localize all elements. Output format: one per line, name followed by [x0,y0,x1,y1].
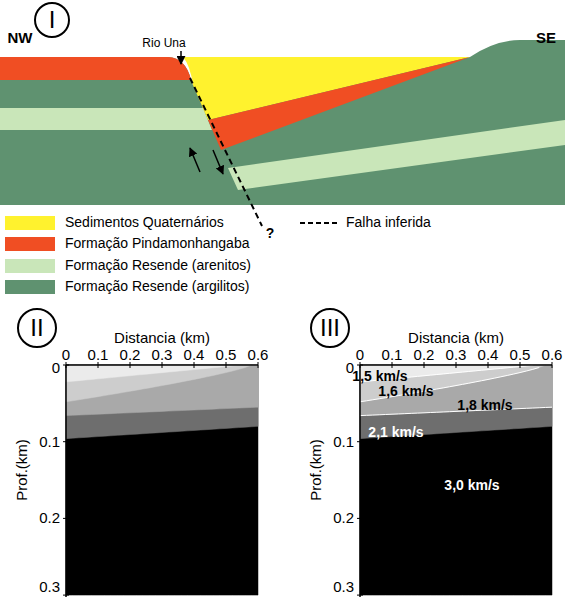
legend-text: Falha inferida [346,215,431,230]
tick-label: 0.4 [478,347,499,364]
panel-number-circle: III [310,308,350,348]
slip-arrow [190,148,200,172]
tick-label: 0 [62,347,70,364]
tick [63,518,69,519]
y-axis [65,365,67,597]
velocity-model [63,362,258,597]
place-name: Rio Una [142,37,185,50]
tick [357,518,363,519]
river-pointer [180,51,182,64]
panel-number: III [320,316,340,340]
tick [424,362,425,368]
tick [162,362,163,368]
pindamonhangaba-layer [0,57,191,80]
legend-swatch [5,216,55,230]
legend-swatch [5,237,55,251]
tick-label: 0.3 [446,347,467,364]
legend-text: Sedimentos Quaternários [65,215,224,230]
tick-label: 0.2 [414,347,435,364]
tick [520,362,521,368]
tick-label: 0 [356,347,364,364]
velocity-layer [66,365,258,402]
basement-layer [66,365,258,595]
tick-label: 0.1 [88,347,109,364]
pindamonhangaba-layer [208,57,470,150]
velocity-layer [66,365,258,439]
legend-swatch [5,259,55,273]
arenitos-layer [0,108,212,130]
axis-title: Distancia (km) [114,330,210,347]
panel-number-circle: II [17,308,57,348]
axis-title: Prof.(km) [308,439,325,501]
tick [456,362,457,368]
tick-label: 0.2 [333,510,354,527]
tick [63,365,69,366]
arenitos-layer [228,120,565,190]
tick-label: 0.3 [333,579,354,596]
legend-line-sample [300,222,338,224]
tick-label: 0.2 [39,510,60,527]
direction-label: NW [8,30,33,47]
slip-arrow [213,150,223,174]
question-mark: ? [266,226,275,241]
tick-label: 0.6 [542,347,563,364]
panel-number-circle: I [34,2,70,38]
legend-swatch [5,280,55,294]
tick-label: 0.1 [39,433,60,450]
legend-text: Formação Pindamonhangaba [65,236,249,251]
tick [357,441,363,442]
velocity-label: 1,6 km/s [378,384,433,399]
cross-section [0,40,565,226]
tick [130,362,131,368]
tick [63,595,69,596]
tick [357,365,363,366]
velocity-label: 1,8 km/s [457,398,512,413]
velocity-model [357,362,552,597]
tick-label: 0.1 [382,347,403,364]
inferred-fault [190,78,262,226]
layer-boundary [360,407,552,415]
tick [98,362,99,368]
legend-text: Formação Resende (argilitos) [65,279,249,294]
tick [258,362,259,368]
velocity-label: 1,5 km/s [352,369,407,384]
tick [488,362,489,368]
velocity-label: 3,0 km/s [444,478,499,493]
axis-title: Distancia (km) [408,330,504,347]
tick-label: 0.1 [333,433,354,450]
y-axis [359,365,361,597]
tick [63,441,69,442]
velocity-label: 2,1 km/s [368,425,423,440]
direction-label: SE [536,30,556,47]
tick [552,362,553,368]
velocity-layer [66,365,258,416]
tick [357,595,363,596]
basement-layer [360,365,552,595]
legend-text: Formação Resende (arenitos) [65,258,251,273]
tick-label: 0.5 [510,347,531,364]
tick-label: 0.2 [120,347,141,364]
panel-number: II [30,316,43,340]
tick-label: 0.5 [216,347,237,364]
tick-label: 0 [52,360,60,377]
argilitos-layer [0,40,565,205]
tick-label: 0.3 [152,347,173,364]
tick [226,362,227,368]
tick-label: 0.6 [248,347,269,364]
axis-title: Prof.(km) [14,439,31,501]
tick [392,362,393,368]
tick-label: 0.4 [184,347,205,364]
tick [194,362,195,368]
panel-number: I [49,8,56,32]
tick-label: 0.3 [39,579,60,596]
